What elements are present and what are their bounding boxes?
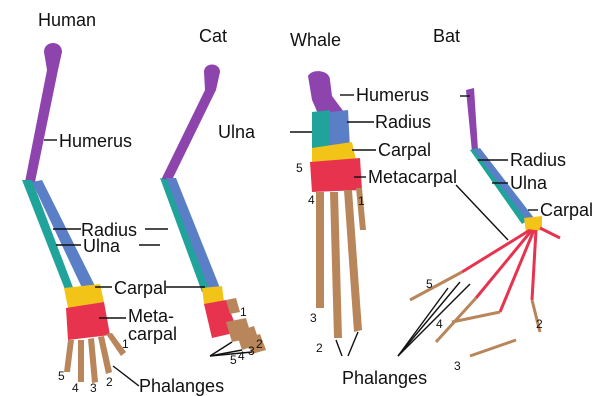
label-ulna-bat: Ulna: [510, 173, 548, 193]
human-digit-1: 1: [122, 337, 129, 351]
human-metacarpal: [66, 302, 110, 340]
human-forelimb: [22, 43, 126, 383]
whale-digit-2: 2: [316, 341, 323, 355]
label-radius-whale: Radius: [375, 112, 431, 132]
cat-digit-4: 4: [238, 349, 245, 363]
human-digit-4: 4: [72, 381, 79, 395]
label-metacarpal-part1: Meta-: [128, 306, 174, 326]
cat-digit-5: 5: [230, 353, 237, 367]
human-phalanges: [64, 333, 126, 383]
label-carpal-human-cat: Carpal: [114, 278, 167, 298]
label-radius-bat: Radius: [510, 150, 566, 170]
human-digit-5: 5: [58, 369, 65, 383]
whale-phalanges: [316, 188, 366, 338]
human-digit-2: 2: [106, 375, 113, 389]
species-label-cat: Cat: [199, 26, 227, 46]
whale-ulna: [312, 110, 330, 152]
bat-digit-4: 4: [436, 317, 443, 331]
whale-digit-1: 1: [358, 194, 365, 208]
species-label-bat: Bat: [433, 26, 460, 46]
whale-metacarpal: [310, 158, 362, 192]
label-carpal-bat: Carpal: [540, 200, 593, 220]
label-ulna-human-cat: Ulna: [83, 236, 121, 256]
cat-radius: [166, 178, 220, 292]
whale-digit-4: 4: [308, 193, 315, 207]
label-metacarpal-part2: carpal: [128, 324, 177, 344]
human-humerus: [25, 43, 62, 187]
label-carpal-whale: Carpal: [378, 140, 431, 160]
bat-digit-5: 5: [426, 277, 433, 291]
human-digit-3: 3: [90, 381, 97, 395]
label-phalanges-whale-bat: Phalanges: [342, 368, 427, 388]
bat-digit-3: 3: [454, 359, 461, 373]
bat-digit-2: 2: [536, 317, 543, 331]
bat-humerus: [466, 88, 478, 152]
label-metacarpal-whale-bat: Metacarpal: [368, 167, 457, 187]
cat-humerus: [162, 65, 220, 184]
cat-forelimb: [160, 65, 266, 355]
cat-digit-3: 3: [248, 344, 255, 358]
cat-digit-2: 2: [256, 337, 263, 351]
cat-ulna: [160, 178, 210, 292]
species-label-human: Human: [38, 10, 96, 30]
whale-digit-5: 5: [296, 161, 303, 175]
cat-digit-1: 1: [240, 305, 247, 319]
whale-digit-3: 3: [310, 311, 317, 325]
label-humerus-human-cat: Humerus: [59, 131, 132, 151]
label-humerus-whale: Humerus: [356, 85, 429, 105]
species-label-whale: Whale: [290, 30, 341, 50]
label-phalanges-human-cat: Phalanges: [139, 376, 224, 396]
label-ulna-whale: Ulna: [218, 122, 256, 142]
